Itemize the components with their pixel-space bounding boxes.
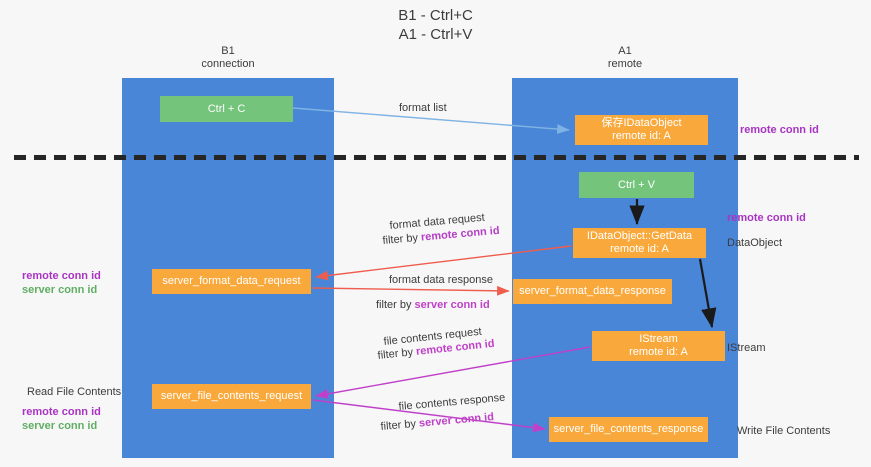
- filter-key: server conn id: [414, 299, 490, 311]
- node-ctrl-v[interactable]: Ctrl + V: [579, 172, 694, 198]
- annotation-right-remote-conn-id-top: remote conn id: [740, 124, 819, 136]
- diagram-title: B1 - Ctrl+C A1 - Ctrl+V: [398, 7, 473, 43]
- filter-prefix: filter by: [376, 299, 415, 311]
- annotation-right-write-file-contents: Write File Contents: [737, 425, 831, 437]
- annotation-right-dataobject: DataObject: [727, 237, 783, 249]
- filter-prefix: filter by: [377, 345, 417, 362]
- arrow-file-contents-response: [312, 399, 546, 433]
- annotation-left-server-conn-id-2: server conn id: [22, 420, 98, 432]
- node-server-format-data-response[interactable]: server_format_data_response: [513, 279, 672, 304]
- node-istream[interactable]: IStream remote id: A: [592, 331, 725, 361]
- annotation-right-istream: IStream: [727, 342, 766, 354]
- node-server-format-data-request[interactable]: server_format_data_request: [152, 269, 311, 294]
- edge-label-format-list: format list: [399, 102, 447, 114]
- edge-label-format-data-response: format data response: [389, 274, 493, 286]
- filter-prefix: filter by: [380, 417, 420, 433]
- filter-prefix: filter by: [382, 231, 422, 247]
- node-idataobject-getdata[interactable]: IDataObject::GetData remote id: A: [573, 228, 706, 258]
- arrow-getdata-istream: [698, 258, 717, 329]
- column-header-a1: A1 remote: [607, 45, 643, 70]
- arrow-format-data-request: [315, 245, 572, 281]
- node-server-file-contents-request[interactable]: server_file_contents_request: [152, 384, 311, 409]
- annotation-left-remote-conn-id: remote conn id: [22, 270, 101, 282]
- node-save-idataobject[interactable]: 保存IDataObject remote id: A: [575, 115, 708, 145]
- phase-divider: [14, 155, 859, 160]
- annotation-left-read-file-contents: Read File Contents: [27, 386, 122, 398]
- edge-label-format-data-response-filter: filter by server conn id: [376, 298, 490, 312]
- node-ctrl-c[interactable]: Ctrl + C: [160, 96, 293, 122]
- annotation-left-remote-conn-id-2: remote conn id: [22, 406, 101, 418]
- column-header-b1: B1 connection: [201, 45, 255, 70]
- annotation-right-remote-conn-id-mid: remote conn id: [727, 212, 806, 224]
- arrow-file-contents-request: [315, 346, 591, 399]
- node-server-file-contents-response[interactable]: server_file_contents_response: [549, 417, 708, 442]
- arrow-format-data-response: [312, 285, 510, 296]
- arrow-format-list: [292, 107, 570, 134]
- annotation-left-server-conn-id: server conn id: [22, 284, 98, 296]
